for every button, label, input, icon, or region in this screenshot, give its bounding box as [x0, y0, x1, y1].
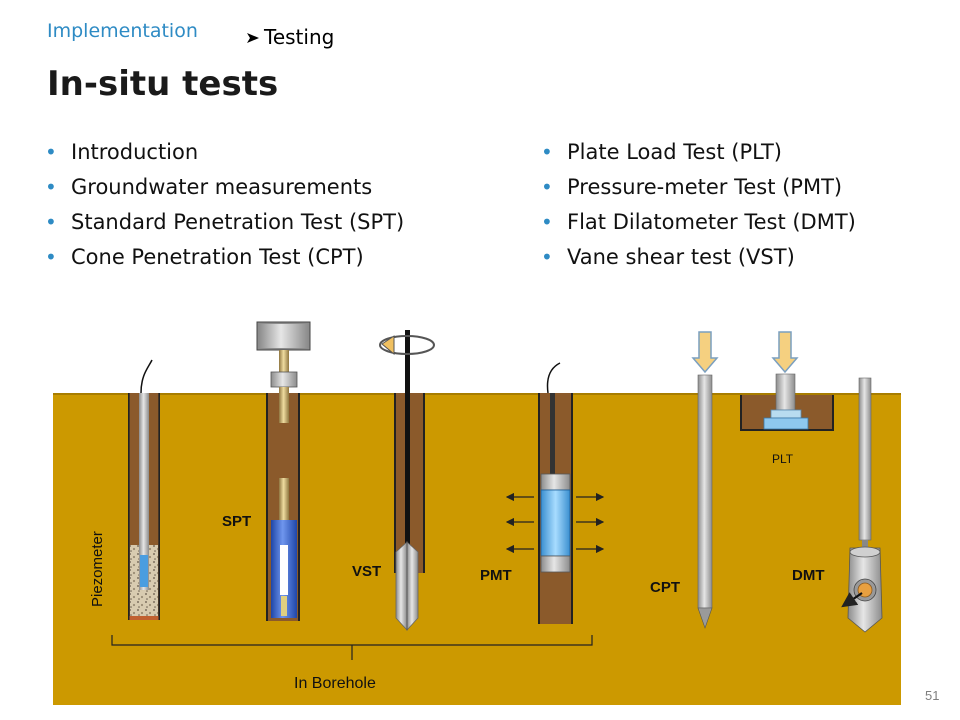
plt-push-arrow-icon [771, 331, 799, 374]
piezometer-borehole [128, 359, 160, 620]
left-bullet-list: Introduction Groundwater measurements St… [45, 135, 404, 275]
dmt-rod [858, 377, 872, 548]
spt-sampler [271, 520, 297, 618]
list-item: Vane shear test (VST) [541, 240, 856, 275]
soil-ground [53, 393, 901, 705]
pmt-label: PMT [480, 567, 512, 584]
vst-vane [395, 541, 419, 632]
borehole-label: In Borehole [294, 675, 376, 692]
vst-label: VST [352, 563, 381, 580]
plt-plate [763, 373, 809, 430]
pmt-probe [540, 362, 571, 573]
list-item: Introduction [45, 135, 404, 170]
cpt-push-arrow-icon [691, 331, 719, 374]
list-item: Plate Load Test (PLT) [541, 135, 856, 170]
dmt-blade [841, 546, 883, 633]
list-item: Pressure-meter Test (PMT) [541, 170, 856, 205]
borehole-bracket [111, 635, 593, 660]
page-title: In-situ tests [47, 64, 279, 104]
slide-number: 51 [925, 688, 940, 703]
list-item: Cone Penetration Test (CPT) [45, 240, 404, 275]
cpt-label: CPT [650, 579, 680, 596]
breadcrumb: Implementation [47, 20, 198, 42]
piezometer-label: Piezometer [89, 531, 106, 607]
cpt-cone-rod [697, 374, 713, 629]
right-bullet-list: Plate Load Test (PLT) Pressure-meter Tes… [541, 135, 856, 275]
pmt-pressure-arrows [505, 492, 605, 554]
spt-label: SPT [222, 513, 251, 530]
list-item: Groundwater measurements [45, 170, 404, 205]
list-item: Standard Penetration Test (SPT) [45, 205, 404, 240]
section-label: Testing [246, 25, 334, 49]
plt-label: PLT [772, 452, 794, 466]
section-label-text: Testing [264, 25, 335, 49]
spt-hammer [256, 321, 311, 520]
dmt-label: DMT [792, 567, 825, 584]
vst-rod [405, 330, 410, 555]
rotation-arrow-icon [379, 335, 435, 356]
list-item: Flat Dilatometer Test (DMT) [541, 205, 856, 240]
arrow-bullet-icon [247, 33, 259, 43]
